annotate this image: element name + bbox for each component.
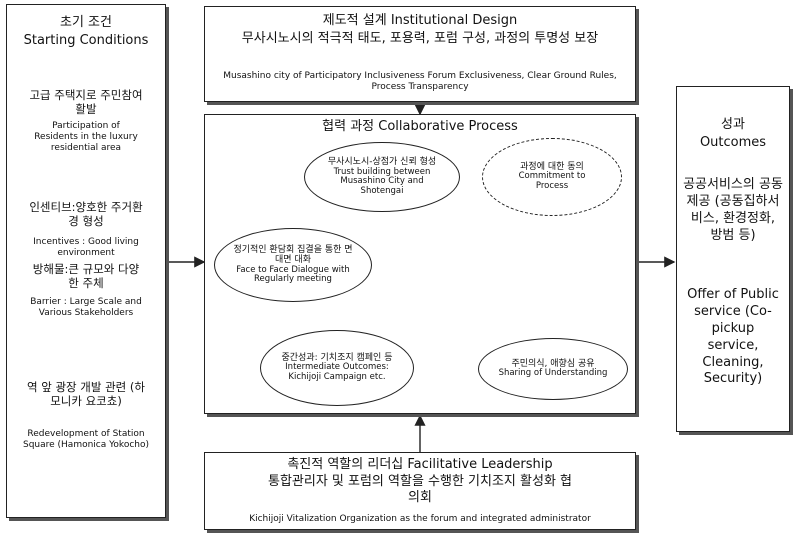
starting-item2-en: Incentives : Good living environment (33, 237, 139, 258)
commit-en: Commitment to Process (518, 171, 586, 192)
starting-item4-en: Redevelopment of Station Square (Hamonic… (22, 429, 150, 450)
trust-ko: 무사시노시-상점가 신뢰 형성 (327, 157, 437, 168)
institutional-title: 제도적 설계 Institutional Design (322, 13, 518, 28)
ellipse-trust-building: 무사시노시-상점가 신뢰 형성 Trust building between M… (304, 142, 460, 212)
starting-title-en: Starting Conditions (23, 33, 149, 48)
ellipse-commitment: 과정에 대한 동의 Commitment to Process (482, 138, 622, 216)
inter-ko: 중간성과: 기치조지 캠페인 등 (281, 353, 393, 364)
face-ko: 정기적인 환담회 집결을 통한 면대면 대화 (233, 244, 353, 266)
ellipse-intermediate: 중간성과: 기치조지 캠페인 등 Intermediate Outcomes: … (260, 330, 414, 406)
starting-item3-en: Barrier : Large Scale and Various Stakeh… (30, 297, 142, 318)
commit-ko: 과정에 대한 동의 (520, 162, 584, 173)
process-title: 협력 과정 Collaborative Process (322, 119, 518, 134)
starting-item2-ko: 인센티브:양호한 주거환경 형성 (29, 200, 143, 228)
starting-conditions-box: 초기 조건 Starting Conditions 고급 주택지로 주민참여 활… (6, 4, 166, 518)
share-en: Sharing of Understanding (498, 368, 608, 379)
leadership-line-en: Kichijoji Vitalization Organization as t… (249, 514, 591, 524)
institutional-design-box: 제도적 설계 Institutional Design 무사시노시의 적극적 태… (204, 6, 636, 102)
outcomes-box: 성과 Outcomes 공공서비스의 공동제공 (공동집하서비스, 환경정화, … (676, 86, 790, 432)
outcomes-body-en: Offer of Public service (Co-pickup servi… (687, 287, 779, 387)
outcomes-title-en: Outcomes (699, 135, 767, 150)
starting-item4-ko: 역 앞 광장 개발 관련 (하모니카 요코쵸) (27, 380, 145, 408)
ellipse-face-to-face: 정기적인 환담회 집결을 통한 면대면 대화 Face to Face Dial… (214, 228, 372, 302)
leadership-line-ko: 통합관리자 및 포럼의 역할을 수행한 기치조지 활성화 협의회 (267, 474, 572, 505)
inter-en: Intermediate Outcomes: Kichijoji Campaig… (285, 362, 389, 383)
outcomes-title-ko: 성과 (721, 117, 745, 132)
leadership-box: 촉진적 역할의 리더십 Facilitative Leadership 통합관리… (204, 452, 636, 530)
starting-item1-en: Participation of Residents in the luxury… (34, 121, 138, 153)
institutional-line-en: Musashino city of Participatory Inclusiv… (223, 71, 617, 92)
starting-item1-ko: 고급 주택지로 주민참여 활발 (29, 88, 143, 116)
share-ko: 주민의식, 애향심 공유 (511, 358, 595, 369)
trust-en: Trust building between Musashino City an… (333, 166, 431, 197)
starting-item3-ko: 방해물:큰 규모와 다양한 주체 (32, 262, 140, 290)
ellipse-sharing: 주민의식, 애향심 공유 Sharing of Understanding (478, 338, 628, 400)
face-en: Face to Face Dialogue with Regularly mee… (236, 264, 350, 285)
leadership-title: 촉진적 역할의 리더십 Facilitative Leadership (287, 457, 553, 472)
outcomes-body-ko: 공공서비스의 공동제공 (공동집하서비스, 환경정화, 방범 등) (683, 177, 783, 243)
starting-title-ko: 초기 조건 (60, 15, 112, 30)
institutional-line-ko: 무사시노시의 적극적 태도, 포용력, 포럼 구성, 과정의 투명성 보장 (241, 31, 599, 46)
